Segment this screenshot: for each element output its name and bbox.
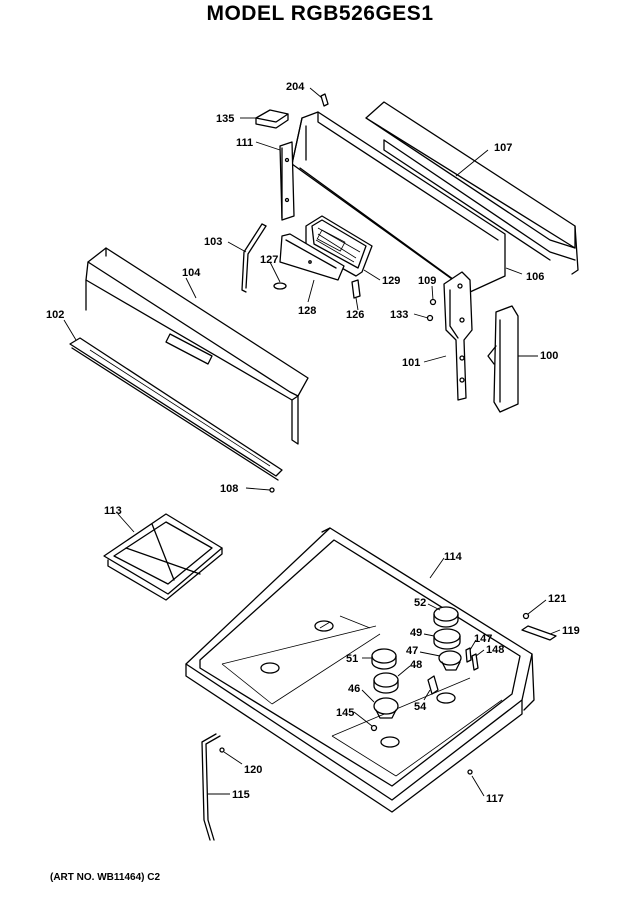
callout-115: 115: [232, 789, 250, 801]
part-108-screw: [269, 487, 275, 493]
part-204-screw: [320, 93, 329, 107]
part-128-lens: [279, 233, 345, 281]
callout-101: 101: [402, 357, 420, 369]
callout-54: 54: [414, 701, 427, 713]
part-113-grate: [103, 513, 223, 601]
callout-129: 129: [382, 275, 400, 287]
part-119-bracket: [521, 625, 557, 641]
callout-128: 128: [298, 305, 316, 317]
callout-133: 133: [390, 309, 408, 321]
callout-113: 113: [104, 505, 122, 517]
part-127-knob: [273, 282, 287, 290]
part-114-cooktop: [185, 527, 535, 813]
part-135-clip: [255, 109, 289, 129]
part-145-screw: [370, 724, 378, 732]
callout-48: 48: [410, 659, 422, 671]
callout-148: 148: [486, 644, 504, 656]
part-48-knob-skirt: [373, 672, 399, 694]
callout-103: 103: [204, 236, 222, 248]
part-102-trim-strip: [69, 337, 283, 481]
callout-46: 46: [348, 683, 360, 695]
callout-127: 127: [260, 254, 278, 266]
callout-120: 120: [244, 764, 262, 776]
callout-52: 52: [414, 597, 426, 609]
part-111-side-bracket: [279, 141, 295, 221]
callout-51: 51: [346, 653, 358, 665]
diagram-title: MODEL RGB526GES1: [206, 2, 434, 25]
part-126-clip: [351, 279, 361, 299]
callout-204: 204: [286, 81, 305, 93]
part-106-backsplash-panel: [291, 111, 506, 293]
callout-119: 119: [562, 625, 580, 637]
part-115-rod: [201, 733, 221, 841]
callout-145: 145: [336, 707, 354, 719]
callout-147: 147: [474, 633, 492, 645]
part-120-screw: [219, 747, 225, 753]
part-101-bracket: [443, 271, 473, 401]
callout-121: 121: [548, 593, 566, 605]
part-103-wire: [241, 223, 267, 293]
art-number: (ART NO. WB11464) C2: [50, 872, 161, 883]
callout-106: 106: [526, 271, 544, 283]
callout-135: 135: [216, 113, 234, 125]
part-133-screw: [426, 314, 434, 322]
part-54-switch: [427, 675, 439, 695]
part-147-clip: [465, 647, 472, 663]
callout-126: 126: [346, 309, 364, 321]
leader-lines: [63, 87, 561, 797]
part-46-valve: [373, 697, 399, 719]
callout-107: 107: [494, 142, 512, 154]
callout-47: 47: [406, 645, 418, 657]
part-121-screw: [522, 612, 530, 620]
callout-114: 114: [444, 551, 463, 563]
callout-109: 109: [418, 275, 436, 287]
part-148-clip: [471, 653, 479, 671]
callout-49: 49: [410, 627, 422, 639]
part-107-backsplash-cap: [365, 101, 579, 275]
part-49-knob-skirt: [433, 628, 461, 650]
callout-100: 100: [540, 350, 558, 362]
callout-117: 117: [486, 793, 504, 805]
part-117-screw: [467, 769, 473, 775]
part-100-end-cap: [487, 305, 519, 413]
callout-111: 111: [236, 137, 253, 149]
callout-102: 102: [46, 309, 64, 321]
part-51-knob: [371, 648, 397, 670]
part-104-front-panel: [85, 247, 309, 445]
part-47-valve: [438, 650, 462, 671]
callout-labels: 204 135 111 107 103 127 129 109 106 104 …: [46, 81, 580, 805]
callout-108: 108: [220, 483, 238, 495]
part-109-screw: [429, 298, 437, 306]
callout-104: 104: [182, 267, 201, 279]
part-52-knob: [433, 606, 459, 628]
